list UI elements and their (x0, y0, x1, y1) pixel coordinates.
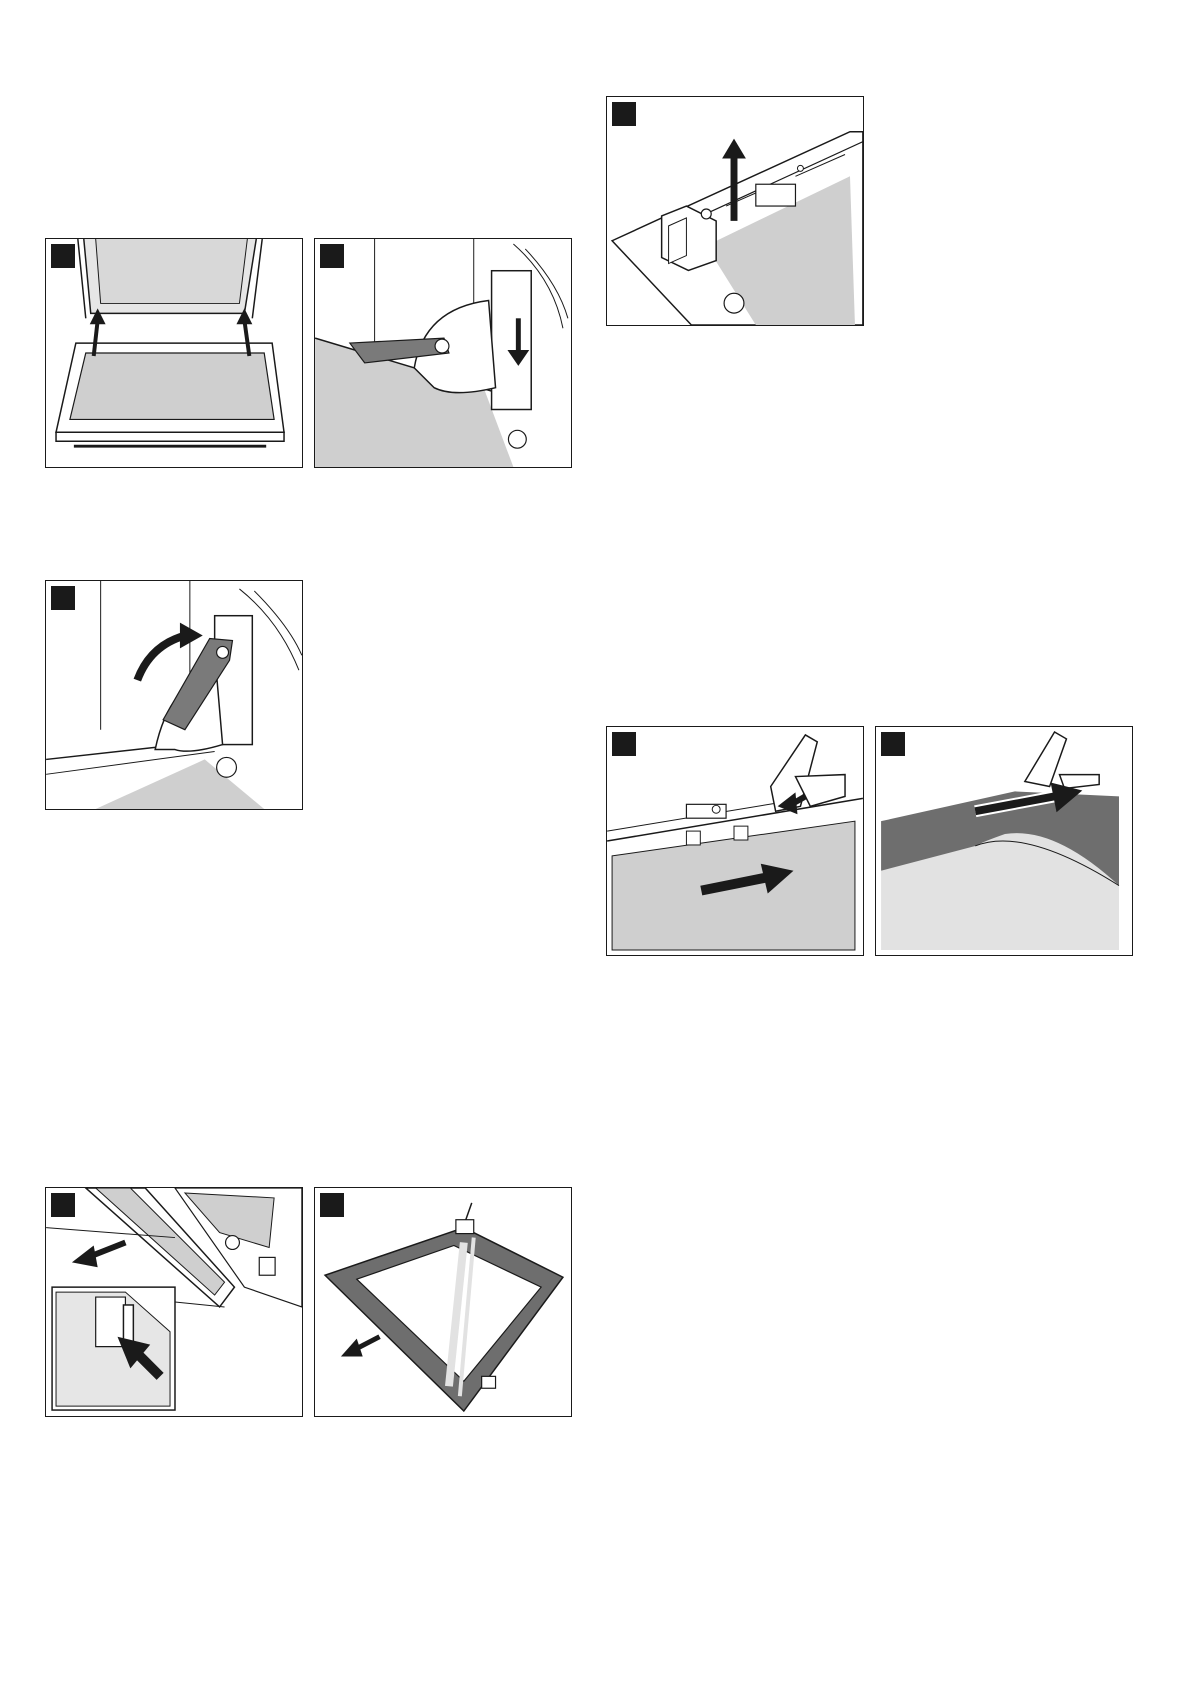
step-badge (51, 1193, 75, 1217)
pane-slide-illustration (607, 727, 863, 955)
hinge-lever-up-illustration (46, 581, 302, 809)
figure-door-lift-hinges (45, 238, 303, 468)
step-badge (881, 732, 905, 756)
hinge-lever-down-illustration (315, 239, 571, 467)
step-badge (320, 244, 344, 268)
figure-hinge-lever-up (45, 580, 303, 810)
step-badge (612, 732, 636, 756)
figure-glass-pane-remove (314, 1187, 572, 1417)
pane-push-illustration (876, 727, 1132, 955)
figure-pane-push-in (875, 726, 1133, 956)
figure-bracket-lift (606, 96, 864, 326)
door-trim-illustration (46, 1188, 302, 1416)
figure-pane-slide-in (606, 726, 864, 956)
step-badge (51, 586, 75, 610)
step-badge (320, 1193, 344, 1217)
oven-door-hinges-illustration (46, 239, 302, 467)
step-badge (612, 102, 636, 126)
figure-door-trim-remove (45, 1187, 303, 1417)
figure-hinge-lever-down (314, 238, 572, 468)
bracket-lift-illustration (607, 97, 863, 325)
glass-pane-illustration (315, 1188, 571, 1416)
step-badge (51, 244, 75, 268)
